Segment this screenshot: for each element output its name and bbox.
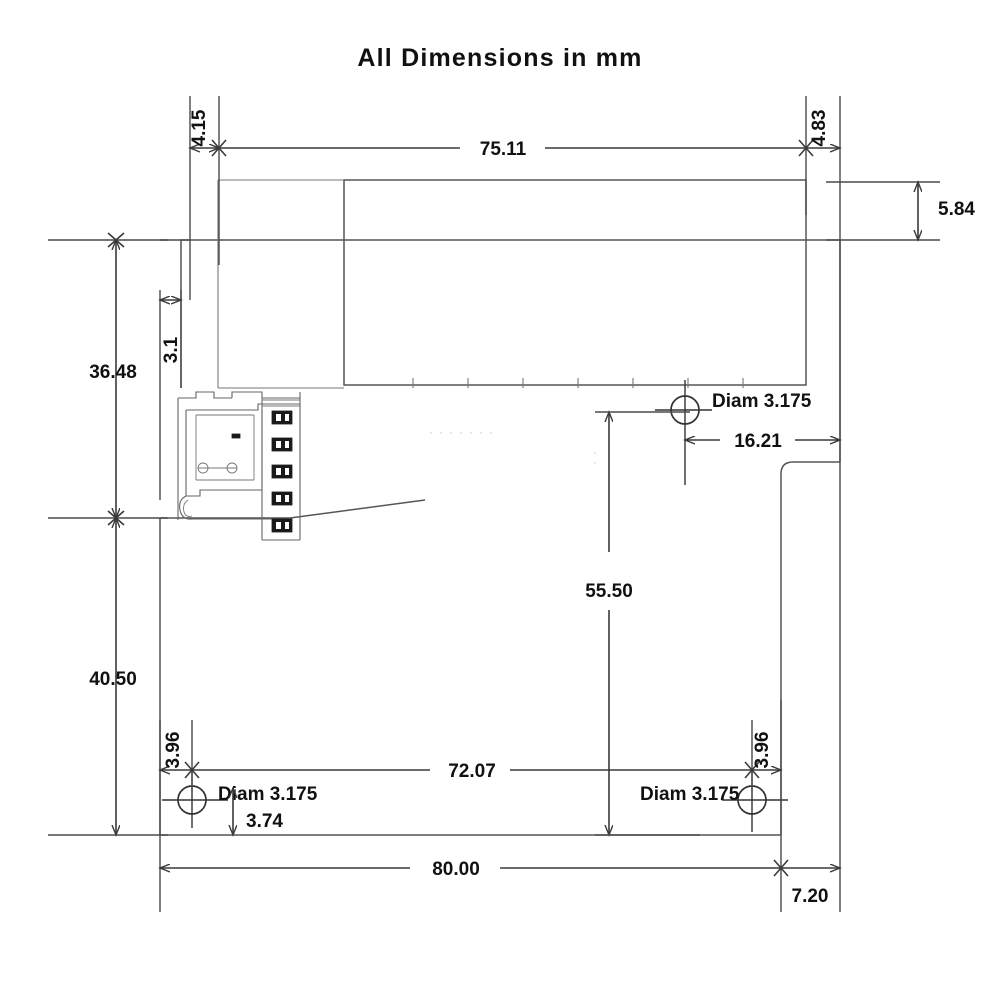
dim-16-21: 16.21 <box>685 431 840 452</box>
usb-pin-pads <box>271 410 293 533</box>
dim-label-16-21: 16.21 <box>734 431 782 452</box>
dim-label-75-11: 75.11 <box>480 139 527 160</box>
micro-usb-connector <box>177 391 301 541</box>
pad <box>271 518 293 533</box>
dim-label-7-20: 7.20 <box>792 886 829 907</box>
dim-3-74: 3.74 <box>233 788 283 835</box>
drawing-title: All Dimensions in mm <box>357 44 642 72</box>
dim-label-36-48: 36.48 <box>89 362 137 383</box>
dim-55-50: 55.50 <box>585 412 700 835</box>
dim-4-15: 4.15 <box>189 109 227 157</box>
dim-5-84: 5.84 <box>918 182 975 240</box>
callout-diam-bottom-left: Diam 3.175 <box>218 784 318 805</box>
pad <box>271 437 293 452</box>
dim-label-3-74: 3.74 <box>246 811 283 832</box>
dim-label-40-50: 40.50 <box>89 669 137 690</box>
dim-label-3-1: 3.1 <box>161 336 182 363</box>
pad <box>271 410 293 425</box>
dim-7-20: 7.20 <box>781 868 840 907</box>
dim-36-48: 36.48 <box>89 232 137 526</box>
pad <box>271 491 293 506</box>
dim-label-3-96-left: 3.96 <box>163 732 184 769</box>
display-edge-ticks <box>412 378 744 388</box>
dim-label-4-83: 4.83 <box>809 110 830 147</box>
dim-label-4-15: 4.15 <box>189 109 210 146</box>
dim-72-07: 72.07 <box>192 761 760 782</box>
dim-3-1: 3.1 <box>160 300 182 363</box>
callout-diam-bottom-right: Diam 3.175 <box>640 784 740 805</box>
dim-4-83: 4.83 <box>806 110 840 148</box>
dim-3-96-left: 3.96 <box>160 732 200 779</box>
top-right-hole <box>655 380 712 485</box>
dim-75-11: 75.11 <box>219 139 814 160</box>
callout-diam-top-right: Diam 3.175 <box>712 391 812 412</box>
dim-label-80-00: 80.00 <box>432 859 480 880</box>
dim-label-3-96-right: 3.96 <box>752 732 773 769</box>
dim-label-72-07: 72.07 <box>448 761 496 782</box>
dim-3-96-right: 3.96 <box>752 732 781 770</box>
dim-label-55-50: 55.50 <box>585 581 633 602</box>
dim-40-50: 40.50 <box>89 518 137 835</box>
dim-80-00: 80.00 <box>160 859 789 880</box>
dim-label-5-84: 5.84 <box>938 199 975 220</box>
pad <box>271 464 293 479</box>
oled-display-area <box>217 179 807 470</box>
